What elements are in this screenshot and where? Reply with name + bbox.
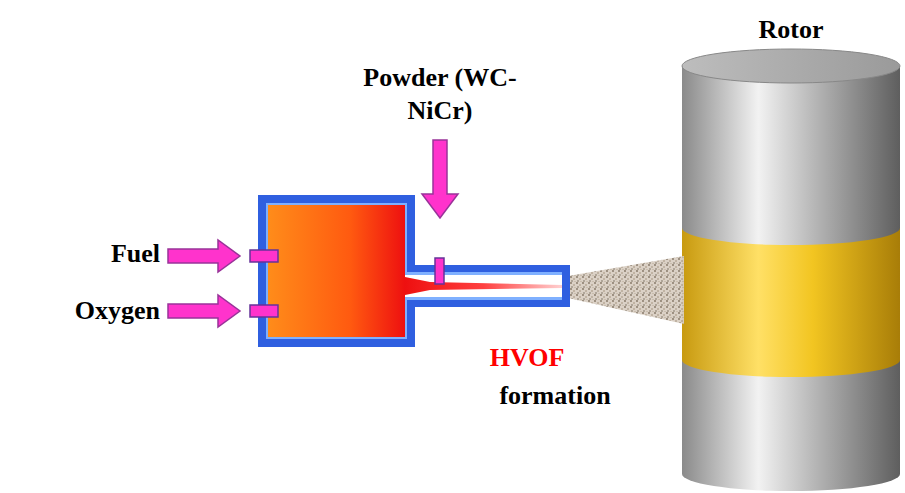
material-label: Powder (WC-NiCr) — [355, 62, 525, 127]
combustion-chamber — [268, 205, 405, 337]
spray-cone — [568, 256, 684, 324]
input-label: Fuel — [111, 238, 160, 271]
rotor-top — [682, 49, 900, 83]
rotor-bottom — [682, 457, 900, 491]
flame-jet — [405, 277, 562, 295]
oxygen-arrow — [168, 295, 240, 327]
powder-arrow — [422, 140, 458, 218]
oxygen-injector — [250, 305, 278, 317]
gun-housing — [258, 195, 570, 347]
gun-lining — [266, 203, 562, 339]
fuel-injector — [250, 250, 278, 262]
process-label: formation — [499, 380, 610, 413]
process-label: HVOF — [490, 342, 565, 375]
coating-band — [682, 228, 900, 377]
powder-injector — [435, 258, 444, 284]
fuel-arrow — [168, 240, 240, 272]
barrel-bore — [405, 275, 562, 297]
part-label: Rotor — [759, 14, 824, 47]
input-label: Oxygen — [75, 295, 160, 328]
rotor-body — [682, 66, 900, 474]
